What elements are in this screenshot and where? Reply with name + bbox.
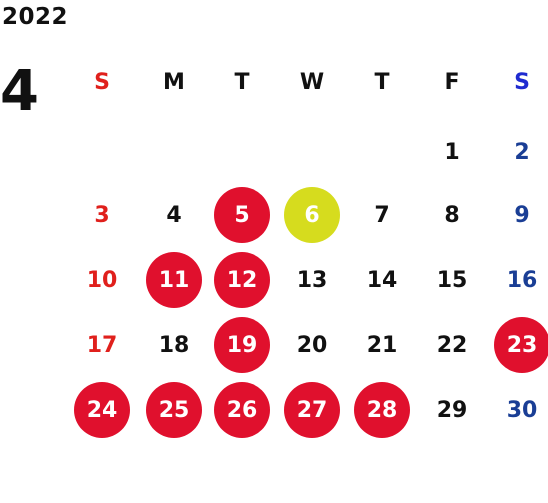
day-cell[interactable]: 20: [296, 332, 328, 358]
day-cell[interactable]: 18: [158, 332, 190, 358]
day-cell[interactable]: 22: [436, 332, 468, 358]
day-cell-holiday[interactable]: 19: [214, 317, 270, 373]
day-cell[interactable]: 14: [366, 267, 398, 293]
day-cell[interactable]: 2: [514, 139, 530, 165]
day-cell-holiday[interactable]: 5: [214, 187, 270, 243]
weekday-header: M: [163, 69, 185, 95]
weekday-header: W: [299, 69, 325, 95]
year-label: 2022: [2, 4, 69, 30]
month-number: 4: [0, 59, 39, 124]
day-cell[interactable]: 9: [514, 202, 530, 228]
day-cell[interactable]: 3: [94, 202, 110, 228]
day-cell[interactable]: 21: [366, 332, 398, 358]
weekday-header: T: [234, 69, 250, 95]
weekday-header: F: [444, 69, 460, 95]
day-cell-holiday[interactable]: 24: [74, 382, 130, 438]
day-cell[interactable]: 4: [166, 202, 182, 228]
day-cell[interactable]: 7: [374, 202, 390, 228]
day-cell[interactable]: 16: [506, 267, 538, 293]
day-cell-holiday[interactable]: 11: [146, 252, 202, 308]
day-cell-holiday[interactable]: 12: [214, 252, 270, 308]
weekday-header: S: [94, 69, 110, 95]
day-cell[interactable]: 15: [436, 267, 468, 293]
day-cell[interactable]: 30: [506, 397, 538, 423]
day-cell[interactable]: 17: [86, 332, 118, 358]
day-cell-holiday[interactable]: 23: [494, 317, 548, 373]
day-cell[interactable]: 1: [444, 139, 460, 165]
weekday-header: T: [374, 69, 390, 95]
day-cell[interactable]: 8: [444, 202, 460, 228]
day-cell[interactable]: 13: [296, 267, 328, 293]
day-cell-today[interactable]: 6: [284, 187, 340, 243]
weekday-header: S: [514, 69, 530, 95]
day-cell-holiday[interactable]: 26: [214, 382, 270, 438]
day-cell-holiday[interactable]: 27: [284, 382, 340, 438]
day-cell[interactable]: 29: [436, 397, 468, 423]
day-cell[interactable]: 10: [86, 267, 118, 293]
day-cell-holiday[interactable]: 25: [146, 382, 202, 438]
day-cell-holiday[interactable]: 28: [354, 382, 410, 438]
